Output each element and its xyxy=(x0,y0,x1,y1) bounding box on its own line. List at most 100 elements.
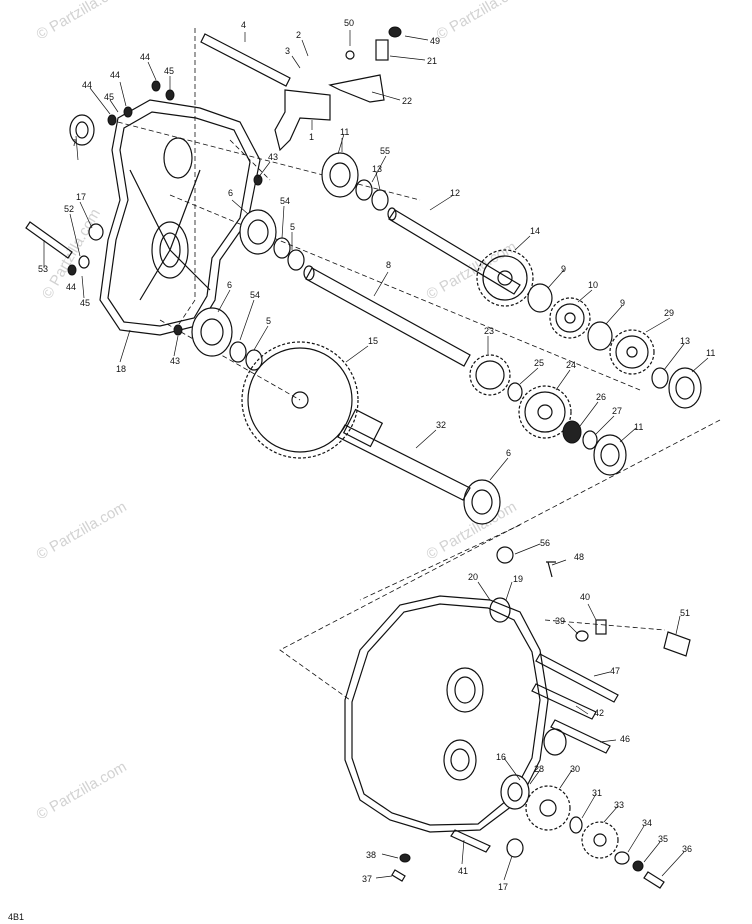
footer-mark: 4B1 xyxy=(8,912,24,922)
part-label-4: 4 xyxy=(241,20,246,30)
part-label-46: 46 xyxy=(620,734,630,744)
gear-14 xyxy=(476,249,534,307)
part-label-6-top: 6 xyxy=(228,188,233,198)
assembly-lines xyxy=(109,28,721,701)
part-label-15: 15 xyxy=(368,336,378,346)
part-label-13-top: 13 xyxy=(372,164,382,174)
gear-29 xyxy=(609,329,655,375)
part-label-9-top: 9 xyxy=(561,264,566,274)
part-label-45-a: 45 xyxy=(164,66,174,76)
countershaft xyxy=(387,207,521,295)
part-label-43-lower: 43 xyxy=(170,356,180,366)
part-labels: 2 3 4 50 49 21 22 1 11 55 13 12 14 9 10 … xyxy=(38,18,715,892)
part-label-52: 52 xyxy=(64,204,74,214)
part-label-31: 31 xyxy=(592,788,602,798)
part-label-47: 47 xyxy=(610,666,620,676)
bearings xyxy=(191,152,702,525)
part-label-39: 39 xyxy=(555,616,565,626)
part-label-16: 16 xyxy=(496,752,506,762)
part-label-54-mid: 54 xyxy=(250,290,260,300)
watermark: © Partzilla.com xyxy=(34,498,130,563)
needle-bearing xyxy=(562,420,582,444)
part-label-42: 42 xyxy=(594,708,604,718)
part-label-54-top: 54 xyxy=(280,196,290,206)
part-label-17-left: 17 xyxy=(76,192,86,202)
watermarks: © Partzilla.com © Partzilla.com © Partzi… xyxy=(34,0,530,823)
part-label-11-right: 11 xyxy=(706,348,715,358)
part-label-50: 50 xyxy=(344,18,354,28)
part-label-33: 33 xyxy=(614,800,624,810)
part-label-44-low: 44 xyxy=(66,282,76,292)
part-label-48: 48 xyxy=(574,552,584,562)
part-label-53: 53 xyxy=(38,264,48,274)
part-label-22: 22 xyxy=(402,96,412,106)
gear-24 xyxy=(518,385,572,439)
right-side-parts xyxy=(391,546,691,889)
part-label-26: 26 xyxy=(596,392,606,402)
part-label-49: 49 xyxy=(430,36,440,46)
part-label-30: 30 xyxy=(570,764,580,774)
output-shaft xyxy=(337,408,471,501)
part-label-24: 24 xyxy=(566,360,576,370)
part-label-40: 40 xyxy=(580,592,590,602)
part-label-5-top: 5 xyxy=(290,222,295,232)
part-label-45-b: 45 xyxy=(104,92,114,102)
shift-shaft xyxy=(200,33,291,87)
part-label-41: 41 xyxy=(458,866,468,876)
shift-fork xyxy=(274,89,331,152)
case-left-half xyxy=(99,99,261,336)
large-gear-15 xyxy=(241,341,359,459)
part-label-37: 37 xyxy=(362,874,372,884)
oil-seal xyxy=(69,114,95,146)
part-label-28: 28 xyxy=(534,764,544,774)
part-label-10: 10 xyxy=(588,280,598,290)
part-label-51: 51 xyxy=(680,608,690,618)
part-label-8: 8 xyxy=(386,260,391,270)
shift-arm-assembly xyxy=(328,26,402,103)
part-label-34: 34 xyxy=(642,818,652,828)
part-label-38: 38 xyxy=(366,850,376,860)
leader-lines xyxy=(43,30,709,881)
part-label-5-mid: 5 xyxy=(266,316,271,326)
part-label-13-right: 13 xyxy=(680,336,690,346)
part-label-35: 35 xyxy=(658,834,668,844)
part-label-1: 1 xyxy=(309,132,314,142)
watermark: © Partzilla.com xyxy=(434,0,530,43)
washers-and-clips xyxy=(229,179,669,450)
part-label-44-a: 44 xyxy=(140,52,150,62)
part-label-25: 25 xyxy=(534,358,544,368)
part-label-45-low: 45 xyxy=(80,298,90,308)
part-label-21: 21 xyxy=(427,56,437,66)
left-fasteners xyxy=(25,80,263,336)
part-label-23: 23 xyxy=(484,326,494,336)
part-label-20: 20 xyxy=(468,572,478,582)
part-label-11-lower: 11 xyxy=(634,422,643,432)
watermark: © Partzilla.com xyxy=(34,0,130,43)
part-label-29: 29 xyxy=(664,308,674,318)
part-label-2: 2 xyxy=(296,30,301,40)
part-label-43-upper: 43 xyxy=(268,152,278,162)
gear-23 xyxy=(469,354,511,396)
part-label-36: 36 xyxy=(682,844,692,854)
main-shaft xyxy=(303,265,471,367)
part-label-11-top: 11 xyxy=(340,127,349,137)
part-label-7: 7 xyxy=(72,138,77,148)
part-label-27: 27 xyxy=(612,406,622,416)
part-label-9-bottom: 9 xyxy=(620,298,625,308)
part-label-18: 18 xyxy=(116,364,126,374)
part-label-44-c: 44 xyxy=(82,80,92,90)
part-label-12: 12 xyxy=(450,188,460,198)
watermark: © Partzilla.com xyxy=(34,758,130,823)
part-label-55: 55 xyxy=(380,146,390,156)
part-label-6-lower: 6 xyxy=(506,448,511,458)
part-label-56: 56 xyxy=(540,538,550,548)
gear-10-set xyxy=(527,283,613,351)
part-label-32: 32 xyxy=(436,420,446,430)
part-label-17-right: 17 xyxy=(498,882,508,892)
part-label-44-b: 44 xyxy=(110,70,120,80)
part-label-19: 19 xyxy=(513,574,523,584)
part-label-6-mid: 6 xyxy=(227,280,232,290)
part-label-14: 14 xyxy=(530,226,540,236)
part-label-3: 3 xyxy=(285,46,290,56)
